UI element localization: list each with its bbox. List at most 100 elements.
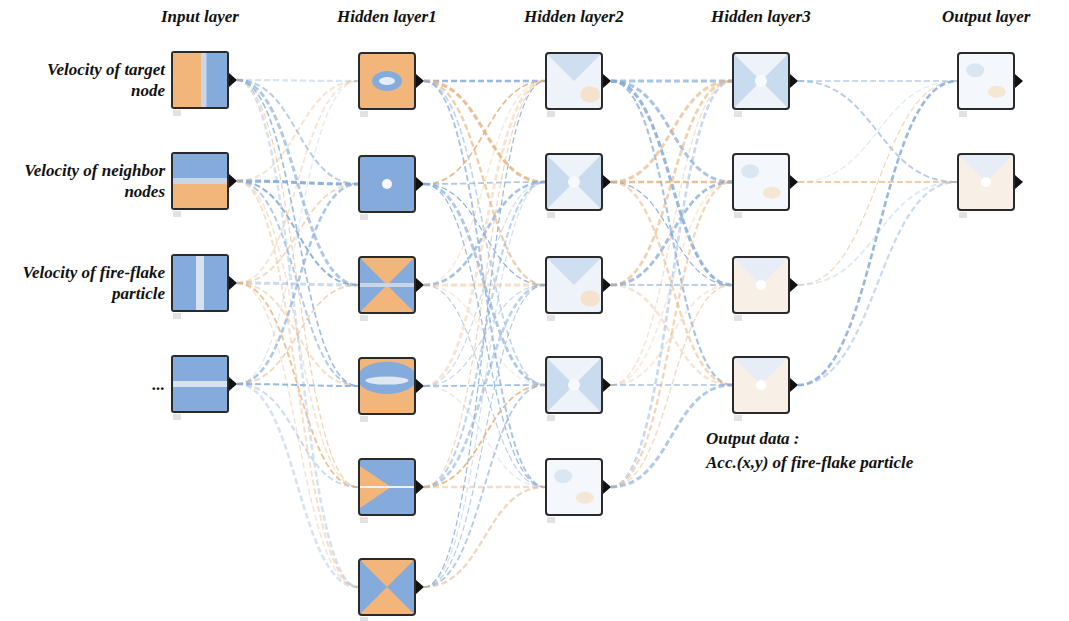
weight-line (424, 385, 545, 587)
weight-line (237, 80, 358, 184)
weight-line (798, 182, 957, 385)
weight-line (237, 80, 358, 587)
output-triangle (603, 378, 611, 392)
bias-marker (360, 214, 368, 220)
neuron-square (360, 258, 414, 312)
neuron-square (360, 560, 414, 614)
neuron-border (546, 459, 602, 515)
output-triangle (416, 278, 424, 292)
weight-line (424, 81, 545, 487)
weight-line (424, 182, 545, 587)
weight-line (611, 384, 732, 385)
neuron-border (733, 257, 789, 313)
bias-marker (360, 315, 368, 321)
weight-line (424, 386, 545, 487)
neuron-square (734, 54, 788, 108)
layer-heading: Hidden layer3 (711, 6, 811, 27)
weight-line (798, 81, 957, 385)
bias-marker (734, 415, 742, 421)
neuron-square (734, 258, 788, 312)
output-triangle (416, 580, 424, 594)
input-label: Velocity of fire-flake particle (13, 262, 165, 304)
bias-marker (547, 315, 555, 321)
neuron-fill (173, 256, 227, 310)
output-triangle (603, 74, 611, 88)
weight-line (611, 81, 732, 182)
weight-line (237, 181, 358, 285)
weight-line (237, 181, 358, 386)
input-neuron: Velocity of fire-flake particle (171, 254, 229, 312)
neuron-square (547, 155, 601, 209)
neuron-square (734, 358, 788, 412)
output-triangle (229, 174, 237, 188)
neuron-border (359, 257, 415, 313)
weight-line (798, 81, 957, 285)
output-note: Output data : (706, 428, 800, 449)
weight-line (611, 81, 732, 487)
output-triangle (229, 276, 237, 290)
neuron-border (359, 459, 415, 515)
input-label: Velocity of target node (13, 59, 165, 101)
output-triangle (603, 480, 611, 494)
weight-line (424, 80, 545, 83)
neuron-border (546, 53, 602, 109)
weight-line (611, 182, 732, 285)
weight-line (237, 283, 358, 487)
bias-marker (173, 414, 181, 420)
output-triangle (790, 74, 798, 88)
neuron-square (734, 155, 788, 209)
neuron-square (547, 358, 601, 412)
neuron-border (359, 559, 415, 615)
output-triangle (416, 379, 424, 393)
output-triangle (603, 175, 611, 189)
neuron-square (360, 460, 414, 514)
weight-line (611, 182, 732, 285)
input-neuron: Velocity of target node (171, 51, 229, 109)
layer-heading: Input layer (161, 6, 239, 27)
weight-line (798, 182, 957, 285)
output-triangle (416, 480, 424, 494)
weight-line (611, 80, 732, 83)
output-triangle (603, 278, 611, 292)
neuron-fill (173, 357, 227, 411)
neuron-square (547, 460, 601, 514)
weight-line (424, 81, 545, 285)
neuron-border (733, 154, 789, 210)
bias-marker (173, 313, 181, 319)
weight-line (798, 81, 957, 182)
neuron-fill (173, 53, 227, 107)
neuron-border (546, 257, 602, 313)
bias-marker (734, 315, 742, 321)
bias-marker (360, 617, 368, 621)
weight-line (237, 283, 358, 587)
neuron-border (359, 53, 415, 109)
weight-line (237, 80, 358, 81)
bias-marker (547, 212, 555, 218)
neuron-fill (173, 154, 227, 208)
weight-line (798, 81, 957, 182)
layer-heading: Hidden layer2 (524, 6, 624, 27)
weight-line (611, 81, 732, 285)
weight-line (237, 80, 358, 285)
weight-line (237, 80, 358, 487)
weight-line (424, 487, 545, 587)
weight-line (611, 285, 732, 385)
neuron-border (733, 357, 789, 413)
neuron-square (360, 54, 414, 108)
output-note: Acc.(x,y) of fire-flake particle (706, 452, 913, 473)
input-neuron: Velocity of neighbor nodes (171, 152, 229, 210)
neuron-square (959, 54, 1013, 108)
weight-line (424, 385, 545, 487)
weight-line (237, 384, 358, 587)
output-triangle (229, 73, 237, 87)
bias-marker (959, 111, 967, 117)
input-label: ... (13, 374, 165, 395)
bias-marker (360, 111, 368, 117)
weight-line (237, 184, 358, 283)
output-triangle (790, 175, 798, 189)
weight-line (424, 81, 545, 285)
bias-marker (173, 110, 181, 116)
weight-line (611, 285, 732, 385)
weight-line (237, 184, 358, 384)
output-triangle (229, 377, 237, 391)
